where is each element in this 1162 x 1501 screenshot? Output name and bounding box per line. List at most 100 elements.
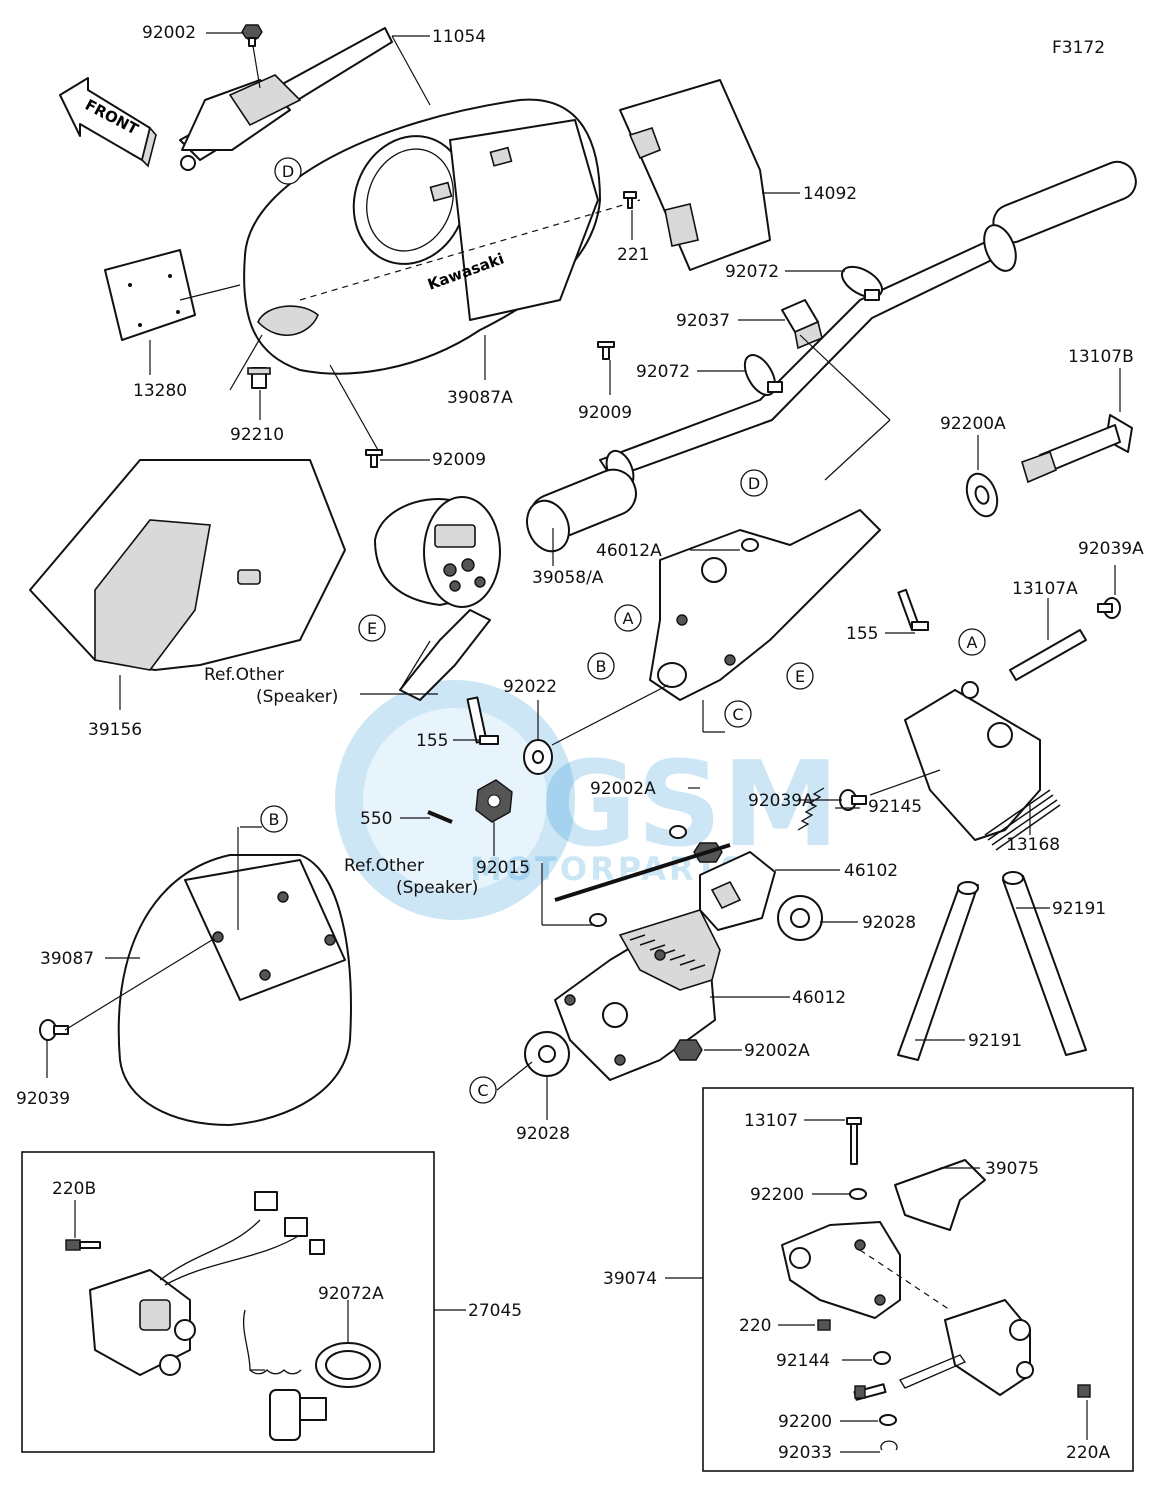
label-155-right[interactable]: 155 bbox=[846, 624, 878, 644]
label-220B[interactable]: 220B bbox=[52, 1179, 96, 1199]
handlebar bbox=[526, 160, 1137, 553]
strap-92072-top bbox=[841, 265, 883, 301]
watermark-brand: GSM bbox=[540, 735, 839, 873]
svg-text:A: A bbox=[967, 633, 978, 652]
label-92210[interactable]: 92210 bbox=[230, 425, 284, 445]
bolt-13107B bbox=[1021, 414, 1133, 484]
label-13280[interactable]: 13280 bbox=[133, 381, 187, 401]
label-11054[interactable]: 11054 bbox=[432, 27, 486, 47]
pin-13107A bbox=[1009, 629, 1087, 681]
label-39087A[interactable]: 39087A bbox=[447, 388, 513, 408]
callout-a-right: A bbox=[958, 628, 986, 656]
callout-b-cover: B bbox=[260, 805, 288, 833]
label-39058A[interactable]: 39058/A bbox=[532, 568, 604, 588]
label-13107B[interactable]: 13107B bbox=[1068, 347, 1134, 367]
callout-circles: D D A A B E E C bbox=[240, 157, 986, 1104]
label-46102[interactable]: 46102 bbox=[844, 861, 898, 881]
label-92009-left[interactable]: 92009 bbox=[432, 450, 486, 470]
label-220A[interactable]: 220A bbox=[1066, 1443, 1110, 1463]
label-92039[interactable]: 92039 bbox=[16, 1089, 70, 1109]
bolt-155-left bbox=[466, 696, 499, 745]
label-92144[interactable]: 92144 bbox=[776, 1351, 830, 1371]
label-550[interactable]: 550 bbox=[360, 809, 392, 829]
label-92200A[interactable]: 92200A bbox=[940, 414, 1006, 434]
rivet-92009-right bbox=[597, 341, 615, 360]
svg-text:A: A bbox=[623, 609, 634, 628]
rivet-92039 bbox=[39, 1019, 69, 1041]
label-46012A[interactable]: 46012A bbox=[596, 541, 662, 561]
callout-c-washer: C bbox=[469, 1076, 497, 1104]
label-92002[interactable]: 92002 bbox=[142, 23, 196, 43]
label-27045[interactable]: 27045 bbox=[468, 1301, 522, 1321]
label-14092[interactable]: 14092 bbox=[803, 184, 857, 204]
svg-text:C: C bbox=[732, 705, 743, 724]
washer-92028-right bbox=[777, 895, 823, 941]
ref-speaker-1-line1[interactable]: Ref.Other bbox=[204, 665, 284, 685]
label-92015[interactable]: 92015 bbox=[476, 858, 530, 878]
bracket-11054 bbox=[179, 25, 393, 171]
watermark: GSM MOTORPARTS bbox=[335, 680, 839, 920]
housing-39074 bbox=[781, 1221, 951, 1319]
label-92145[interactable]: 92145 bbox=[868, 797, 922, 817]
rivet-92039A-mid bbox=[839, 789, 867, 811]
strap-92072A bbox=[299, 1342, 381, 1421]
leader-lines bbox=[46, 32, 1121, 1453]
box-27045 bbox=[21, 1151, 435, 1453]
screw-92002 bbox=[241, 24, 263, 47]
svg-text:B: B bbox=[596, 657, 607, 676]
label-155-left[interactable]: 155 bbox=[416, 731, 448, 751]
label-39156[interactable]: 39156 bbox=[88, 720, 142, 740]
label-92009-right[interactable]: 92009 bbox=[578, 403, 632, 423]
bracket-46012 bbox=[554, 909, 721, 1081]
cover-39156 bbox=[29, 459, 346, 671]
label-92039A-mid[interactable]: 92039A bbox=[748, 791, 814, 811]
e-clip-92033 bbox=[880, 1440, 898, 1451]
label-46012[interactable]: 46012 bbox=[792, 988, 846, 1008]
pin-550 bbox=[427, 810, 453, 824]
label-220[interactable]: 220 bbox=[739, 1316, 771, 1336]
switch-27045 bbox=[89, 1191, 325, 1376]
label-92072-mid[interactable]: 92072 bbox=[636, 362, 690, 382]
label-39087[interactable]: 39087 bbox=[40, 949, 94, 969]
label-92072-top[interactable]: 92072 bbox=[725, 262, 779, 282]
svg-text:E: E bbox=[795, 667, 805, 686]
bracket-46012A bbox=[649, 334, 891, 701]
ref-speaker-2-line1[interactable]: Ref.Other bbox=[344, 856, 424, 876]
rivet-92009-left bbox=[365, 449, 383, 468]
callout-d-mid: D bbox=[740, 469, 768, 497]
label-13107A[interactable]: 13107A bbox=[1012, 579, 1078, 599]
label-92200-top[interactable]: 92200 bbox=[750, 1185, 804, 1205]
label-39075[interactable]: 39075 bbox=[985, 1159, 1039, 1179]
label-92191-top[interactable]: 92191 bbox=[1052, 899, 1106, 919]
label-92037[interactable]: 92037 bbox=[676, 311, 730, 331]
svg-text:D: D bbox=[282, 162, 294, 181]
label-92072A[interactable]: 92072A bbox=[318, 1284, 384, 1304]
ref-speaker-1-line2[interactable]: (Speaker) bbox=[256, 687, 338, 707]
washer-92200A bbox=[965, 472, 999, 518]
ref-speaker-2-line2[interactable]: (Speaker) bbox=[396, 878, 478, 898]
label-92033[interactable]: 92033 bbox=[778, 1443, 832, 1463]
label-92191-bottom[interactable]: 92191 bbox=[968, 1031, 1022, 1051]
nut-92015 bbox=[475, 779, 513, 823]
washer-92028-bottom bbox=[524, 1031, 570, 1077]
label-221[interactable]: 221 bbox=[617, 245, 649, 265]
label-92028-bottom[interactable]: 92028 bbox=[516, 1124, 570, 1144]
part-labels: 92002 11054 14092 221 92072 92037 92072 … bbox=[16, 23, 1144, 1463]
label-92039A-top[interactable]: 92039A bbox=[1078, 539, 1144, 559]
svg-text:E: E bbox=[367, 619, 377, 638]
label-13168[interactable]: 13168 bbox=[1006, 835, 1060, 855]
label-39074[interactable]: 39074 bbox=[603, 1269, 657, 1289]
label-92028-right[interactable]: 92028 bbox=[862, 913, 916, 933]
label-92022[interactable]: 92022 bbox=[503, 677, 557, 697]
callout-e-bracket: E bbox=[786, 662, 814, 690]
speaker-unit bbox=[374, 496, 501, 701]
label-92200-bottom[interactable]: 92200 bbox=[778, 1412, 832, 1432]
bolt-92002A-bottom bbox=[673, 1039, 703, 1061]
label-92002A-bottom[interactable]: 92002A bbox=[744, 1041, 810, 1061]
label-92002A-top[interactable]: 92002A bbox=[590, 779, 656, 799]
washer-92200-top bbox=[849, 1188, 867, 1200]
label-13107[interactable]: 13107 bbox=[744, 1111, 798, 1131]
tube-92191-left bbox=[897, 881, 979, 1061]
clip-92037 bbox=[781, 299, 823, 350]
